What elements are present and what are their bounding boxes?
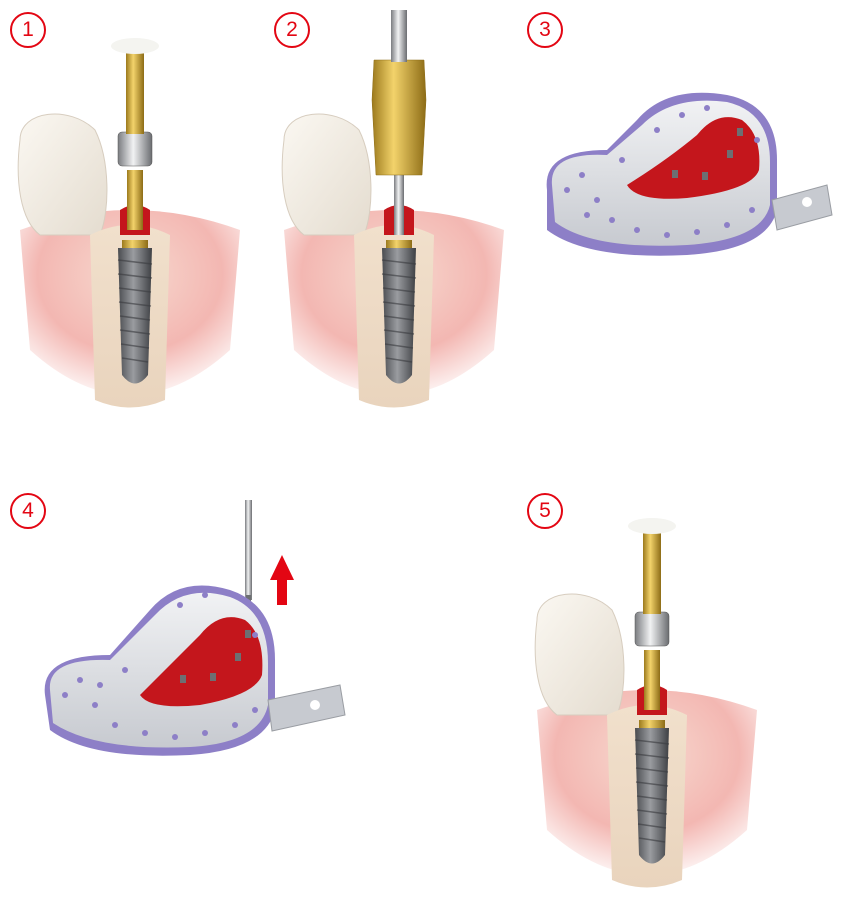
implant-icon [535,518,757,888]
implant-icon [282,10,504,408]
implant-icon [18,38,240,408]
step-4-illustration [40,495,360,775]
impression-tray-icon [547,93,832,256]
screwdriver-icon [245,500,252,605]
step-2-illustration [274,5,514,430]
step-badge-3: 3 [527,12,563,48]
step-3-illustration [527,80,837,280]
impression-tray-icon [45,586,345,756]
up-arrow-icon [270,555,294,605]
step-5-illustration [527,500,767,910]
step-1-illustration [10,20,250,430]
